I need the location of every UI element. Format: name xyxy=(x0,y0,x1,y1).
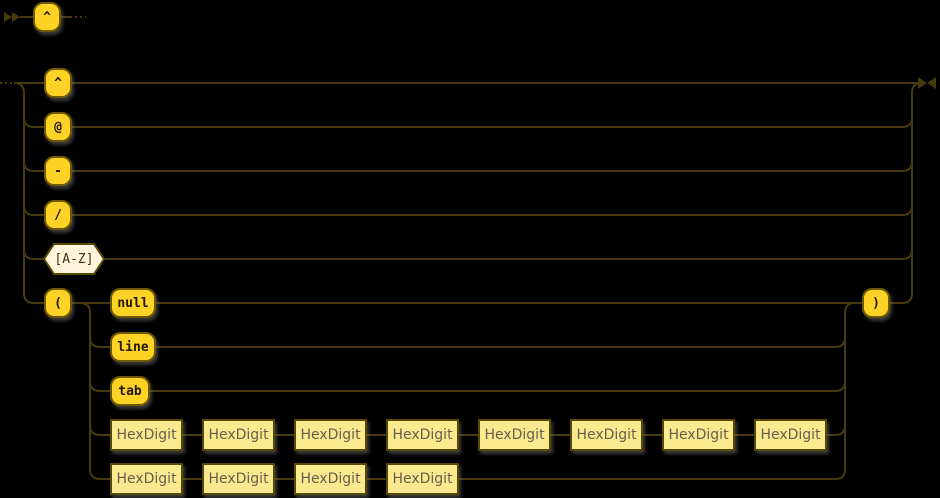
branch-curve xyxy=(89,380,110,392)
start-marker-icon xyxy=(4,12,20,22)
row-line xyxy=(104,248,913,260)
group-left-rail xyxy=(79,302,110,480)
group-line xyxy=(827,424,846,436)
terminal-at: @ xyxy=(44,112,72,142)
nonterminal-hexdigit[interactable]: HexDigit xyxy=(478,419,551,451)
group-line xyxy=(150,380,846,392)
nonterminal-hexdigit[interactable]: HexDigit xyxy=(294,463,367,495)
row-line xyxy=(72,204,913,216)
branch-curve xyxy=(89,424,110,436)
branch-curve xyxy=(89,336,110,348)
nonterminal-hexdigit[interactable]: HexDigit xyxy=(386,419,459,451)
group-line xyxy=(459,468,846,480)
terminal-line: line xyxy=(110,332,156,362)
nonterminal-hexdigit[interactable]: HexDigit xyxy=(662,419,735,451)
terminal-null: null xyxy=(110,288,156,318)
charclass-a-z: [A-Z] xyxy=(54,251,94,267)
group-right-rail xyxy=(844,302,856,469)
nonterminal-hexdigit[interactable]: HexDigit xyxy=(754,419,827,451)
branch-curve xyxy=(23,116,44,128)
branch-curve xyxy=(23,204,44,216)
right-collector-rail xyxy=(911,82,923,293)
charclass-hexagon xyxy=(42,243,106,275)
group-open-paren: ( xyxy=(44,288,72,318)
row-line xyxy=(72,160,913,172)
nonterminal-hexdigit[interactable]: HexDigit xyxy=(294,419,367,451)
nonterminal-hexdigit[interactable]: HexDigit xyxy=(202,463,275,495)
terminal-tab: tab xyxy=(110,376,150,406)
row-line xyxy=(890,292,913,304)
end-marker-icon xyxy=(918,77,936,89)
terminal-slash: / xyxy=(44,200,72,230)
branch-curve xyxy=(23,248,44,260)
nonterminal-hexdigit[interactable]: HexDigit xyxy=(386,463,459,495)
nonterminal-hexdigit[interactable]: HexDigit xyxy=(570,419,643,451)
terminal-caret: ^ xyxy=(44,68,72,98)
left-branch-rail xyxy=(13,82,44,304)
nonterminal-hexdigit[interactable]: HexDigit xyxy=(202,419,275,451)
branch-curve xyxy=(23,160,44,172)
terminal-caret-top: ^ xyxy=(33,2,61,32)
nonterminal-hexdigit[interactable]: HexDigit xyxy=(110,419,183,451)
group-line xyxy=(156,336,846,348)
row-line xyxy=(72,116,913,128)
group-close-paren: ) xyxy=(862,288,890,318)
nonterminal-hexdigit[interactable]: HexDigit xyxy=(110,463,183,495)
terminal-hyphen: - xyxy=(44,156,72,186)
